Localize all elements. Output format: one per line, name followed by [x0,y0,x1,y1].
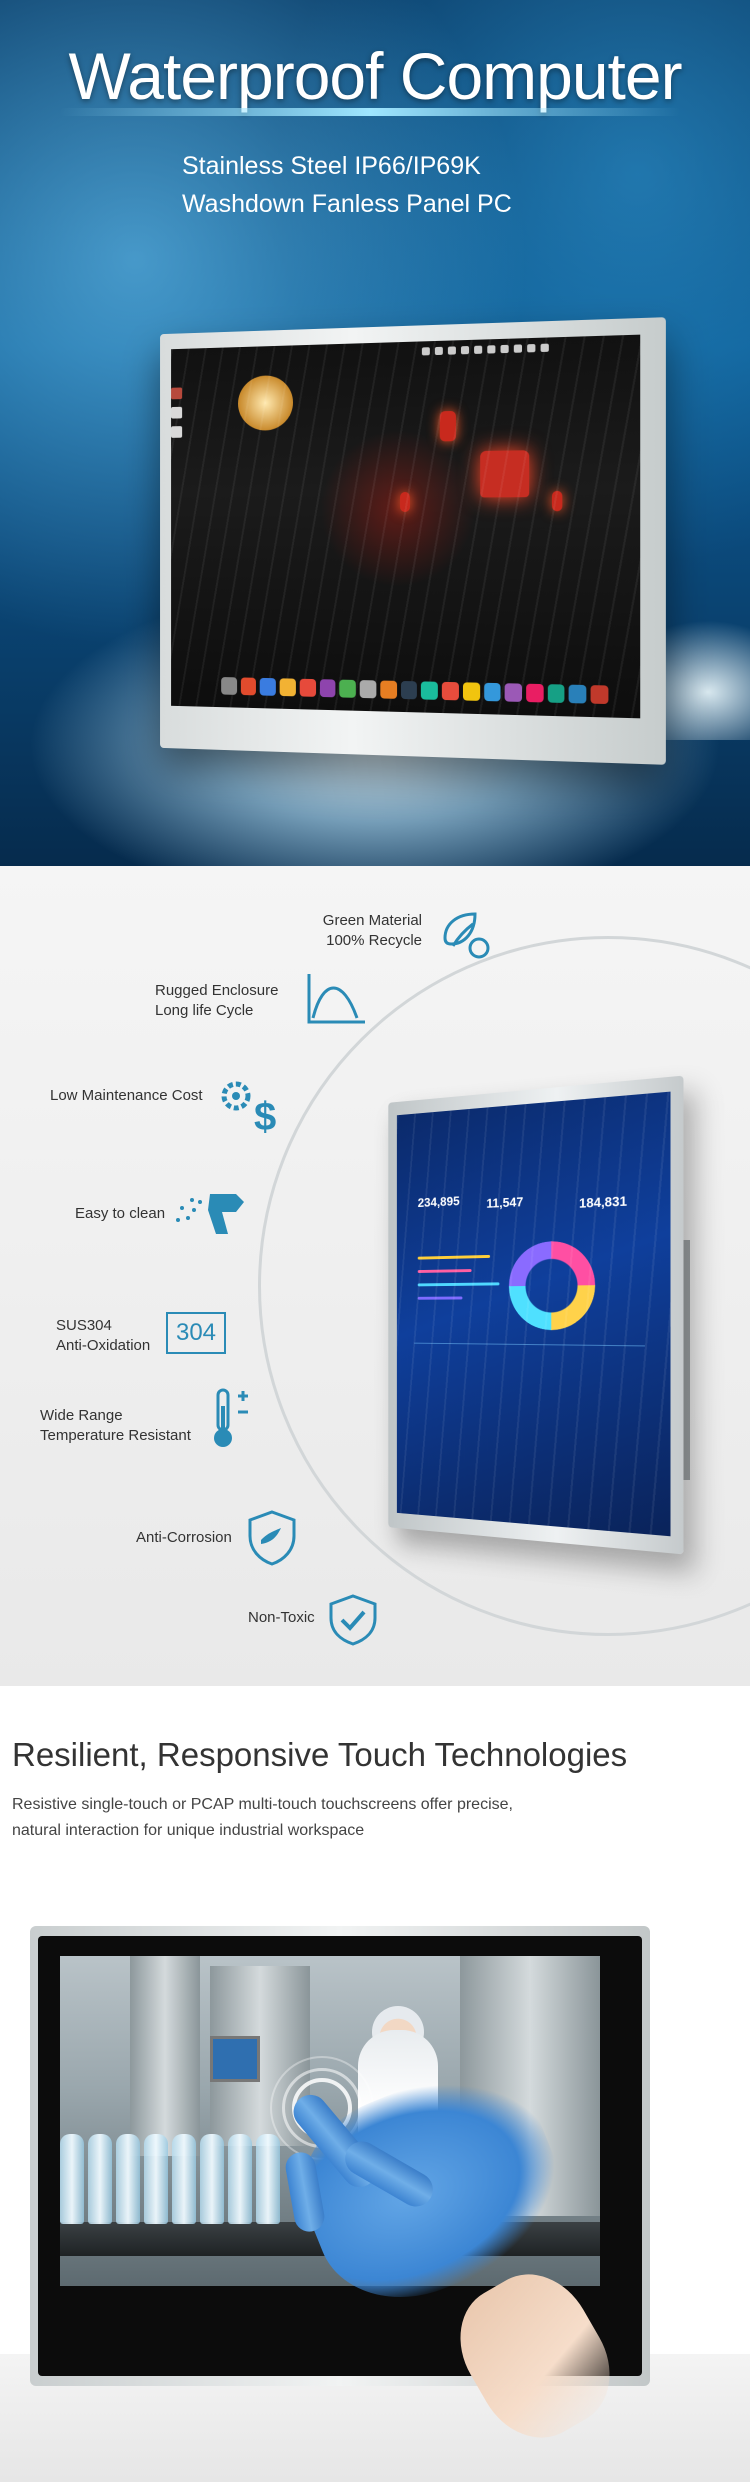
dashboard-ring-chart [509,1240,595,1330]
shield-corrosion-icon [243,1508,301,1573]
feature-line2: Anti-Oxidation [56,1336,166,1356]
red-lamp [440,411,456,441]
dashboard-number: 234,895 [418,1193,460,1209]
feature-non-toxic: Non-Toxic [248,1608,328,1628]
water-bottle [88,2134,112,2224]
feature-line1: Rugged Enclosure [155,981,295,1001]
desktop-screen [171,335,640,719]
red-lamp-small [400,492,410,512]
touch-section: Resilient, Responsive Touch Technologies… [0,1686,750,2482]
hero-subtitle-line2: Washdown Fanless Panel PC [182,190,512,219]
feature-anti-corrosion: Anti-Corrosion [136,1528,256,1548]
panel-pc-dashboard-image: 234,895 11,547 184,831 [388,1076,683,1555]
hero-subtitle-line1: Stainless Steel IP66/IP69K [182,152,481,181]
shield-check-icon [325,1592,381,1653]
feature-line1: Green Material [322,911,422,931]
control-screen [210,2036,260,2082]
water-bottle [116,2134,140,2224]
water-bottle [60,2134,84,2224]
hero-title: Waterproof Computer [0,38,750,114]
feature-low-maintenance-cost: Low Maintenance Cost [50,1086,230,1106]
svg-text:$: $ [254,1095,276,1138]
life-cycle-curve-icon [305,970,369,1031]
feature-sus304: SUS304 Anti-Oxidation [56,1316,166,1356]
dashboard-bar [418,1255,490,1260]
dashboard-bar [418,1297,463,1300]
leaf-recycle-icon [437,908,493,967]
dashboard-number: 11,547 [486,1194,523,1211]
feature-wide-range-temperature: Wide Range Temperature Resistant [40,1406,220,1446]
red-lampshade [480,450,529,497]
feature-line1: Wide Range [40,1406,220,1426]
feature-line2: Long life Cycle [155,1001,295,1021]
lamp-image [238,375,293,431]
water-bottle [228,2134,252,2224]
water-bottle [200,2134,224,2224]
dashboard-bar [418,1269,472,1273]
dashboard-number: 184,831 [579,1193,627,1211]
desktop-side-icons [171,387,184,532]
water-bottle [256,2134,280,2224]
touch-description-line1: Resistive single-touch or PCAP multi-tou… [12,1792,513,1818]
sus304-badge-icon: 304 [166,1312,226,1354]
dashboard-bar [418,1282,500,1286]
feature-line2: Temperature Resistant [40,1426,220,1446]
gear-dollar-icon: $ [216,1076,286,1143]
hero-section: Waterproof Computer Stainless Steel IP66… [0,0,750,866]
feature-line1: SUS304 [56,1316,166,1336]
features-section: Green Material 100% Recycle Rugged Enclo… [0,866,750,1686]
water-bottle [144,2134,168,2224]
feature-rugged-enclosure: Rugged Enclosure Long life Cycle [155,981,295,1021]
red-lamp-small [552,491,562,512]
title-glow-line [60,108,680,116]
desktop-topbar [422,339,628,357]
spray-bottle-icon [170,1184,250,1249]
factory-machine [130,1956,200,2156]
dashboard-line-area [414,1343,645,1410]
touch-description-line2: natural interaction for unique industria… [12,1818,364,1844]
water-bottle [172,2134,196,2224]
thermometer-icon [210,1386,254,1457]
app-dock [221,674,608,707]
touch-title: Resilient, Responsive Touch Technologies [12,1736,627,1774]
feature-line2: 100% Recycle [322,931,422,951]
waterproof-panel-pc-image [160,317,666,765]
feature-green-material: Green Material 100% Recycle [322,911,422,951]
dashboard-screen: 234,895 11,547 184,831 [397,1092,671,1537]
